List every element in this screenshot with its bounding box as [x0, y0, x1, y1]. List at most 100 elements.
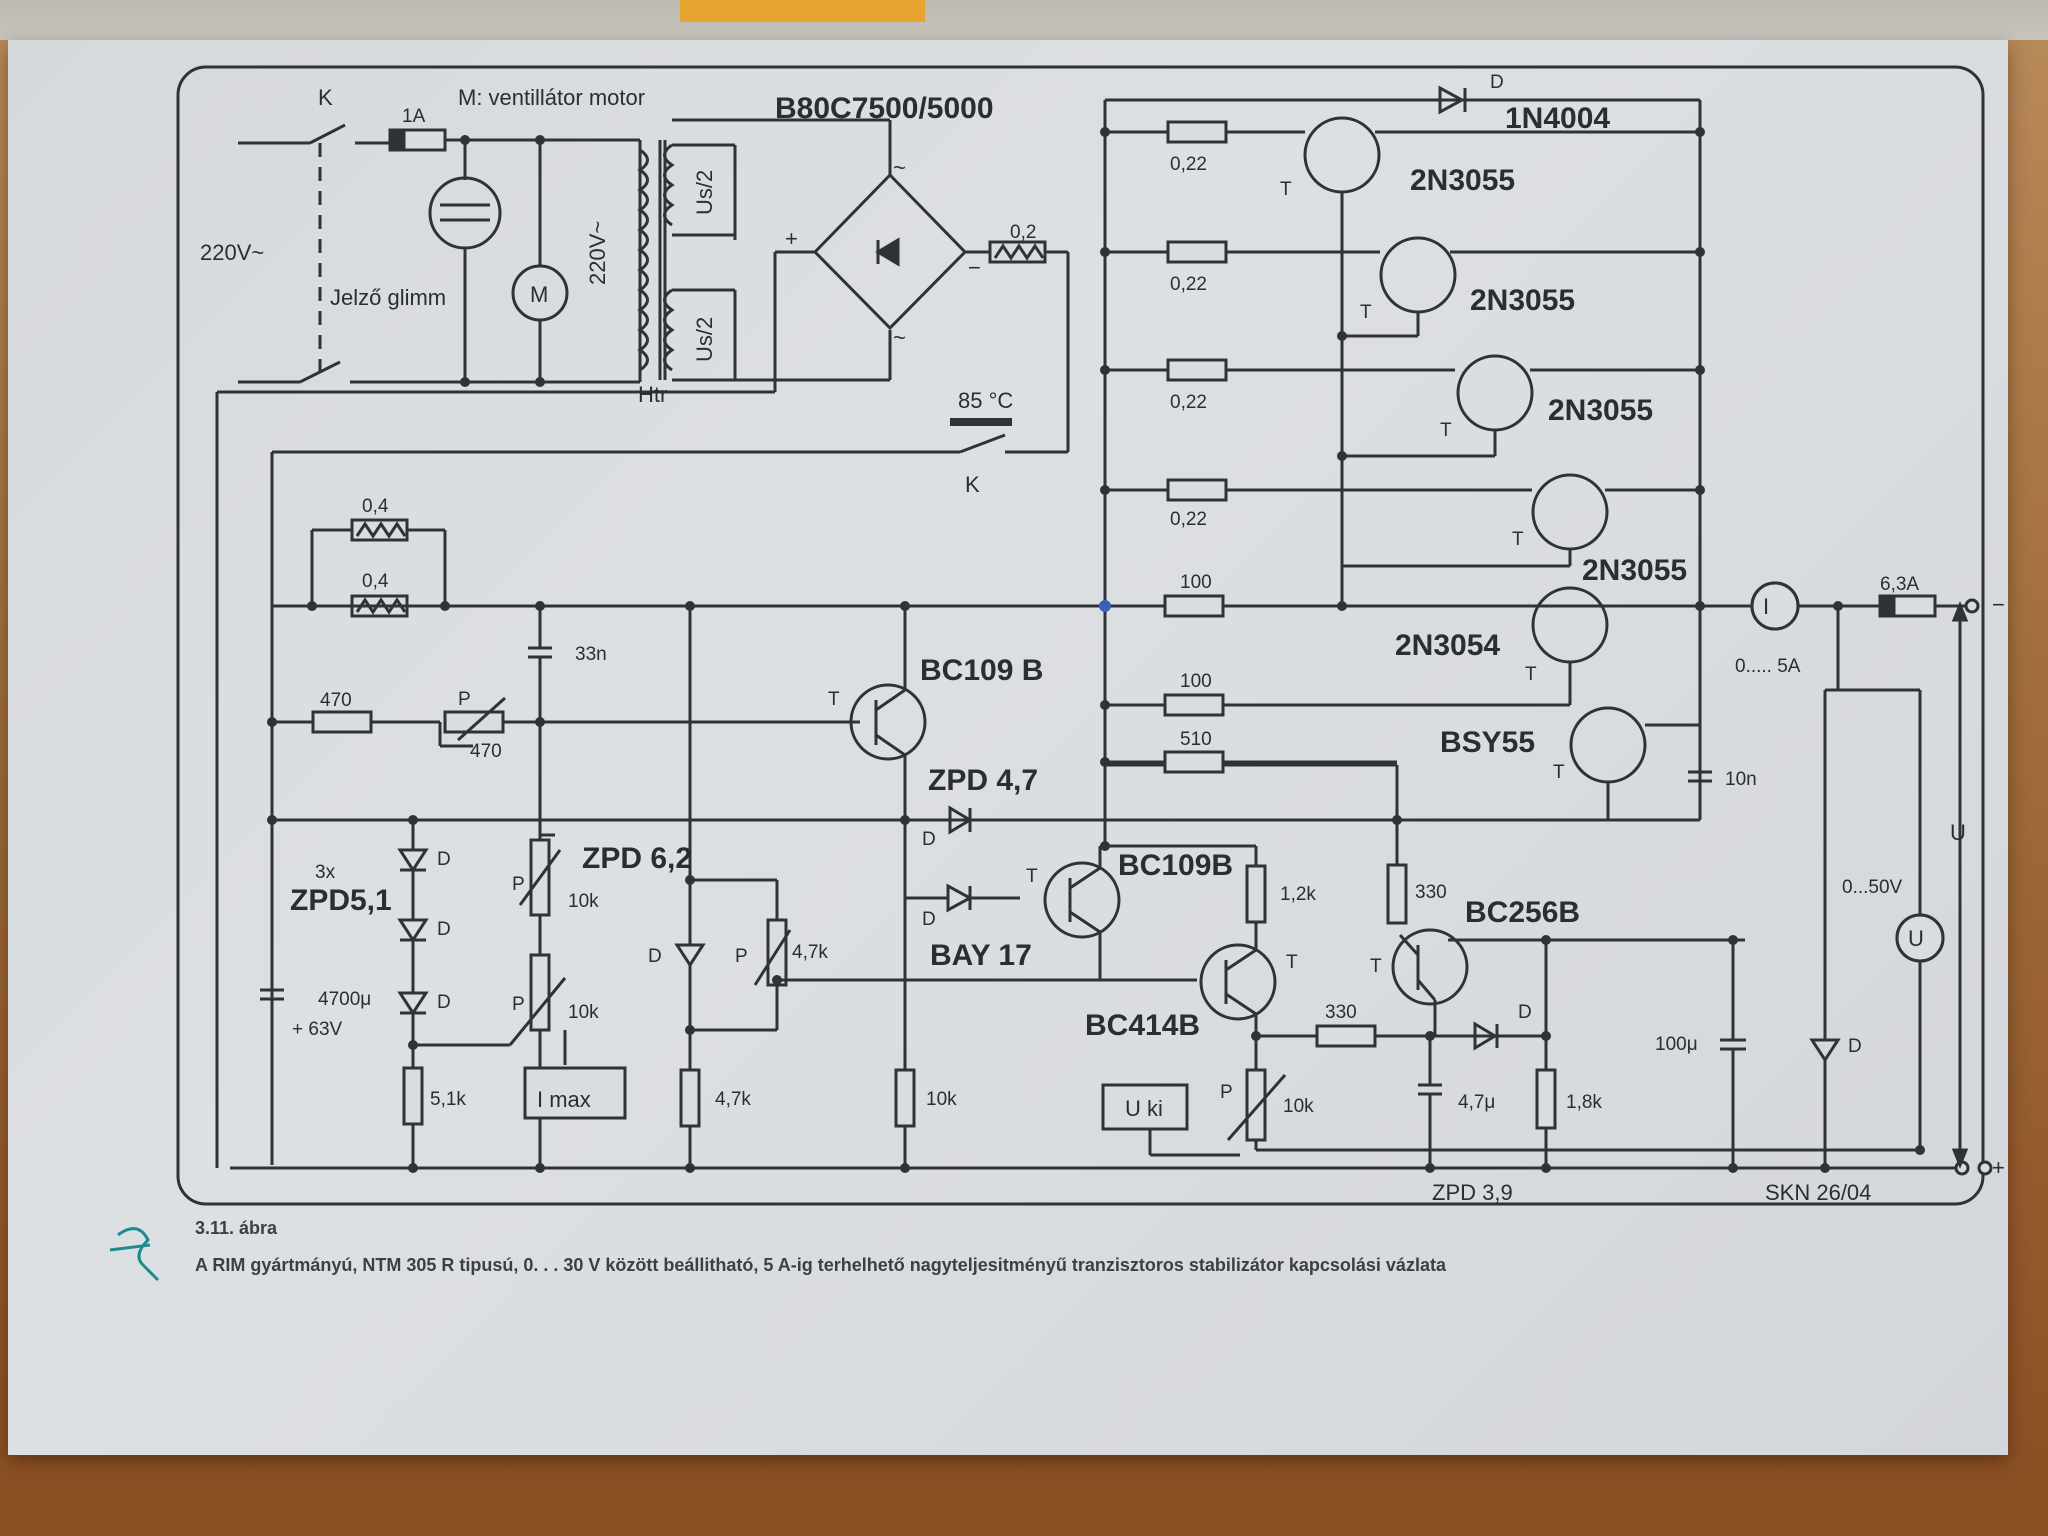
- label-out-plus: +: [1992, 1155, 2005, 1180]
- label-c4700-v: + 63V: [292, 1019, 343, 1040]
- label-p2: P: [1220, 1082, 1233, 1103]
- label-c47u: 4,7μ: [1458, 1092, 1495, 1113]
- label-d4: D: [648, 946, 662, 967]
- pen-mark: [109, 1227, 160, 1282]
- paper-sheet: [8, 40, 2008, 1455]
- label-r100a: 100: [1180, 572, 1212, 593]
- label-t3: T: [1286, 952, 1298, 973]
- label-r022-3: 0,22: [1170, 392, 1207, 413]
- figure-caption: A RIM gyártmányú, NTM 305 R tipusú, 0. .…: [195, 1255, 1446, 1275]
- label-bridge: B80C7500/5000: [775, 92, 994, 125]
- label-r18k: 1,8k: [1566, 1092, 1602, 1113]
- figure-number: 3.11. ábra: [195, 1218, 278, 1238]
- label-r510: 510: [1180, 729, 1212, 750]
- label-zpd62: ZPD 6,2: [582, 842, 692, 875]
- label-r330b: 330: [1325, 1002, 1357, 1023]
- label-motor-note: M: ventillátor motor: [458, 85, 645, 110]
- label-uki-box: U ki: [1125, 1096, 1163, 1121]
- label-c33n: 33n: [575, 644, 607, 665]
- label-d2: D: [437, 919, 451, 940]
- label-p1: P: [735, 946, 748, 967]
- label-p5val: 470: [470, 741, 502, 762]
- label-c10n: 10n: [1725, 769, 1757, 790]
- label-bridge-plus: +: [785, 226, 798, 251]
- label-r330a: 330: [1415, 882, 1447, 903]
- label-r51k: 5,1k: [430, 1089, 466, 1110]
- label-c100u: 100μ: [1655, 1034, 1698, 1055]
- label-uki-out: U: [1950, 820, 1966, 845]
- label-fuse-out: 6,3A: [1880, 574, 1919, 595]
- label-t8-type: 2N3055: [1548, 394, 1653, 427]
- label-imax: I max: [537, 1087, 591, 1112]
- label-r04b: 0,4: [362, 571, 389, 592]
- label-mains: 220V~: [200, 240, 264, 265]
- label-t7: T: [1360, 302, 1372, 323]
- label-t2-type: BC109B: [1118, 849, 1233, 882]
- label-p3val: 10k: [568, 1002, 599, 1023]
- label-t7-type: 2N3055: [1470, 284, 1575, 317]
- label-r04a: 0,4: [362, 496, 389, 517]
- label-bridge-ac1: ~: [893, 155, 906, 180]
- label-r470: 470: [320, 690, 352, 711]
- label-primary: 220V~: [585, 221, 610, 285]
- background-sheet: [0, 0, 2048, 40]
- label-t4-type: BC256B: [1465, 896, 1580, 929]
- label-d8: D: [1490, 72, 1504, 93]
- label-r10k: 10k: [926, 1089, 957, 1110]
- label-t9: T: [1512, 529, 1524, 550]
- label-t1-type: BC109 B: [920, 654, 1043, 687]
- label-zpd47: ZPD 4,7: [928, 764, 1038, 797]
- label-thermo: 85 °C: [958, 388, 1013, 413]
- label-glimm: Jelző glimm: [330, 285, 446, 310]
- label-d1: D: [437, 849, 451, 870]
- label-r100b: 100: [1180, 671, 1212, 692]
- label-p3: P: [512, 994, 525, 1015]
- label-ammeter: I: [1763, 594, 1769, 619]
- label-r-bridge: 0,2: [1010, 222, 1036, 243]
- label-p5: P: [458, 689, 471, 710]
- label-r47k: 4,7k: [715, 1089, 751, 1110]
- label-r022-1: 0,22: [1170, 154, 1207, 175]
- label-t9-type: 2N3055: [1582, 554, 1687, 587]
- label-r022-4: 0,22: [1170, 509, 1207, 530]
- label-c4700: 4700μ: [318, 989, 371, 1010]
- label-d6: D: [922, 909, 936, 930]
- label-d9: D: [1848, 1036, 1862, 1057]
- label-r12k: 1,2k: [1280, 884, 1316, 905]
- label-out-minus: −: [1992, 592, 2005, 617]
- label-d5: D: [922, 829, 936, 850]
- label-skn: SKN 26/04: [1765, 1180, 1871, 1205]
- label-t5: T: [1553, 762, 1565, 783]
- label-t6: T: [1280, 179, 1292, 200]
- label-sec1: Us/2: [692, 170, 717, 215]
- label-zpd39: ZPD 3,9: [1432, 1180, 1513, 1205]
- tape-strip: [680, 0, 925, 22]
- label-bridge-minus: −: [968, 255, 981, 280]
- label-r022-2: 0,22: [1170, 274, 1207, 295]
- label-amp-range: 0..... 5A: [1735, 656, 1801, 677]
- label-p4: P: [512, 874, 525, 895]
- label-motor: M: [530, 282, 548, 307]
- label-t8: T: [1440, 420, 1452, 441]
- label-t5-type: BSY55: [1440, 726, 1535, 759]
- label-t10-type: 2N3054: [1395, 629, 1500, 662]
- label-k2: K: [965, 472, 980, 497]
- label-d-count: 3x: [315, 862, 336, 883]
- label-t2: T: [1026, 866, 1038, 887]
- schematic-frame: [176, 65, 1985, 1206]
- label-p2val: 10k: [1283, 1096, 1314, 1117]
- label-d3: D: [437, 992, 451, 1013]
- label-d7: D: [1518, 1002, 1532, 1023]
- label-volt-range: 0...50V: [1842, 877, 1903, 898]
- label-p4val: 10k: [568, 891, 599, 912]
- label-p1val: 4,7k: [792, 942, 828, 963]
- label-d8-type: 1N4004: [1505, 102, 1610, 135]
- label-bay17: BAY 17: [930, 939, 1032, 972]
- label-t1: T: [828, 689, 840, 710]
- label-k1: K: [318, 85, 333, 110]
- label-t3-type: BC414B: [1085, 1009, 1200, 1042]
- label-bridge-ac2: ~: [893, 325, 906, 350]
- label-zpd51: ZPD5,1: [290, 884, 392, 917]
